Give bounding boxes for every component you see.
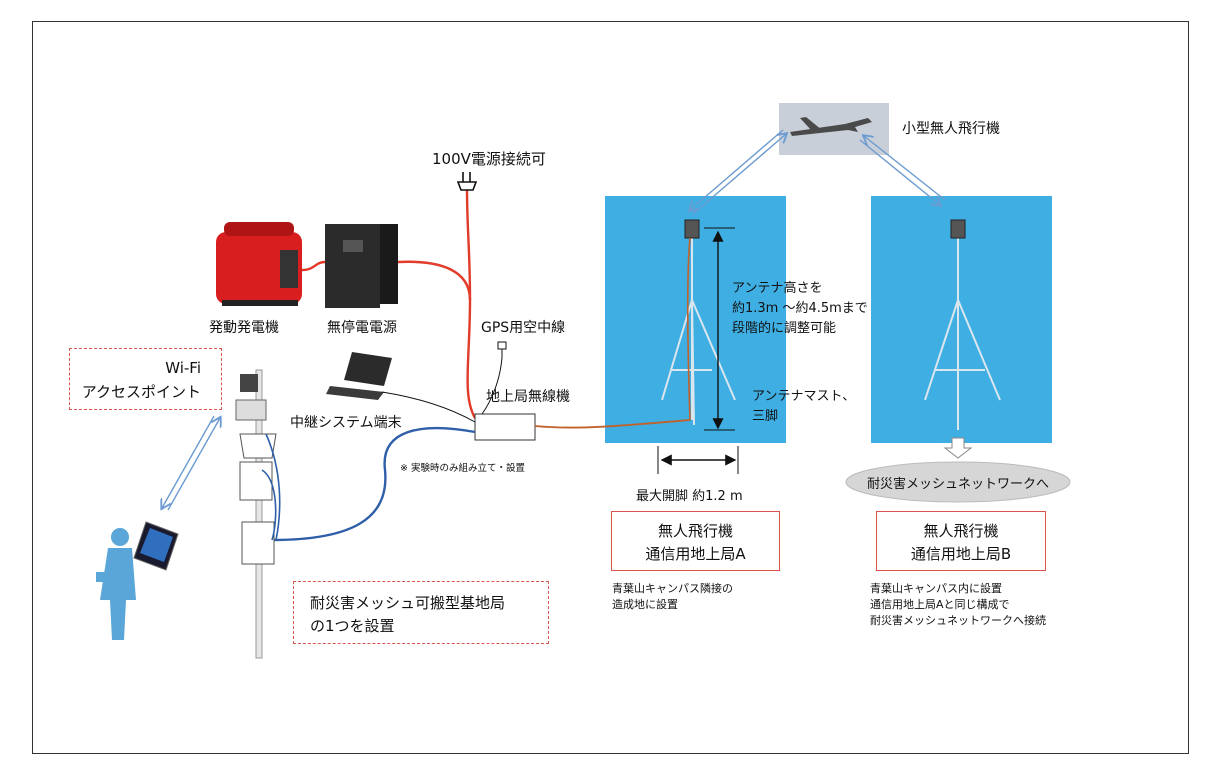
- station-b-note-2: 通信用地上局Aと同じ構成で: [870, 598, 1010, 611]
- mast-label-1: アンテナマスト、: [752, 389, 856, 404]
- ground-radio-label: 地上局無線機: [486, 389, 570, 405]
- mesh-base-line1: 耐災害メッシュ可搬型基地局: [310, 594, 506, 612]
- network-cloud-label: 耐災害メッシュネットワークへ: [866, 477, 1049, 492]
- relay-terminal-label: 中継システム端末: [290, 415, 402, 431]
- antenna-a: [684, 219, 700, 239]
- rf-cable-a: [686, 237, 691, 421]
- person-with-tablet: [96, 521, 179, 640]
- uav-photo: [779, 103, 889, 155]
- mast-label-2: 三脚: [752, 409, 779, 424]
- lan-cable: [271, 426, 476, 542]
- max-span-label: 最大開脚 約1.2 m: [636, 489, 743, 504]
- ground-radio-box: [474, 413, 536, 441]
- wifi-ap-line1: Wi-Fi: [165, 359, 201, 377]
- antenna-height-text-1: アンテナ高さを: [732, 281, 823, 296]
- station-a-line1: 無人飛行機: [657, 522, 733, 540]
- station-b-line1: 無人飛行機: [923, 522, 999, 540]
- gps-antenna-icon: [481, 341, 507, 415]
- tripod-b: [924, 236, 1001, 430]
- laptop-image: [326, 352, 392, 400]
- rf-cable-to-mast: [534, 419, 691, 429]
- power-100v-label: 100V電源接続可: [432, 150, 546, 168]
- wireless-link-wifi: [162, 416, 220, 510]
- station-b-note-3: 耐災害メッシュネットワークへ接続: [870, 614, 1046, 627]
- station-b-box: 無人飛行機 通信用地上局B: [876, 511, 1046, 571]
- antenna-height-text-2: 約1.3m ～約4.5mまで: [732, 301, 868, 316]
- station-a-box: 無人飛行機 通信用地上局A: [611, 511, 780, 571]
- antenna-height-text-3: 段階的に調整可能: [732, 321, 837, 336]
- wifi-ap-box: Wi-Fi アクセスポイント: [69, 348, 222, 410]
- station-a-note-2: 造成地に設置: [612, 598, 678, 611]
- wireless-link-uav-a: [690, 129, 786, 215]
- generator-image: [216, 222, 302, 306]
- laptop-cable: [381, 391, 476, 423]
- mesh-base-pole: [235, 369, 281, 659]
- generator-label: 発動発電機: [209, 320, 279, 336]
- wireless-link-uav-b: [859, 136, 946, 205]
- down-arrow-to-network: [943, 437, 973, 459]
- diagram-frame: [32, 21, 1189, 754]
- mesh-base-line2: の1つを設置: [310, 617, 395, 635]
- wifi-ap-line2: アクセスポイント: [81, 383, 201, 401]
- gps-antenna-label: GPS用空中線: [481, 320, 566, 336]
- ups-label: 無停電電源: [327, 320, 397, 336]
- antenna-b: [950, 219, 966, 239]
- ups-image: [325, 224, 398, 308]
- station-a-note-1: 青葉山キャンパス隣接の: [612, 582, 733, 595]
- mesh-base-box: 耐災害メッシュ可搬型基地局 の1つを設置: [293, 581, 549, 644]
- station-b-note-1: 青葉山キャンパス内に設置: [870, 582, 1002, 595]
- assembly-note: ※ 実験時のみ組み立て・設置: [400, 463, 525, 474]
- power-cables: [301, 187, 477, 419]
- network-cloud-shape: [845, 461, 1071, 503]
- station-a-line2: 通信用地上局A: [645, 545, 746, 563]
- station-b-line2: 通信用地上局B: [910, 545, 1012, 563]
- uav-label: 小型無人飛行機: [902, 121, 1000, 137]
- power-plug-icon: [456, 172, 478, 191]
